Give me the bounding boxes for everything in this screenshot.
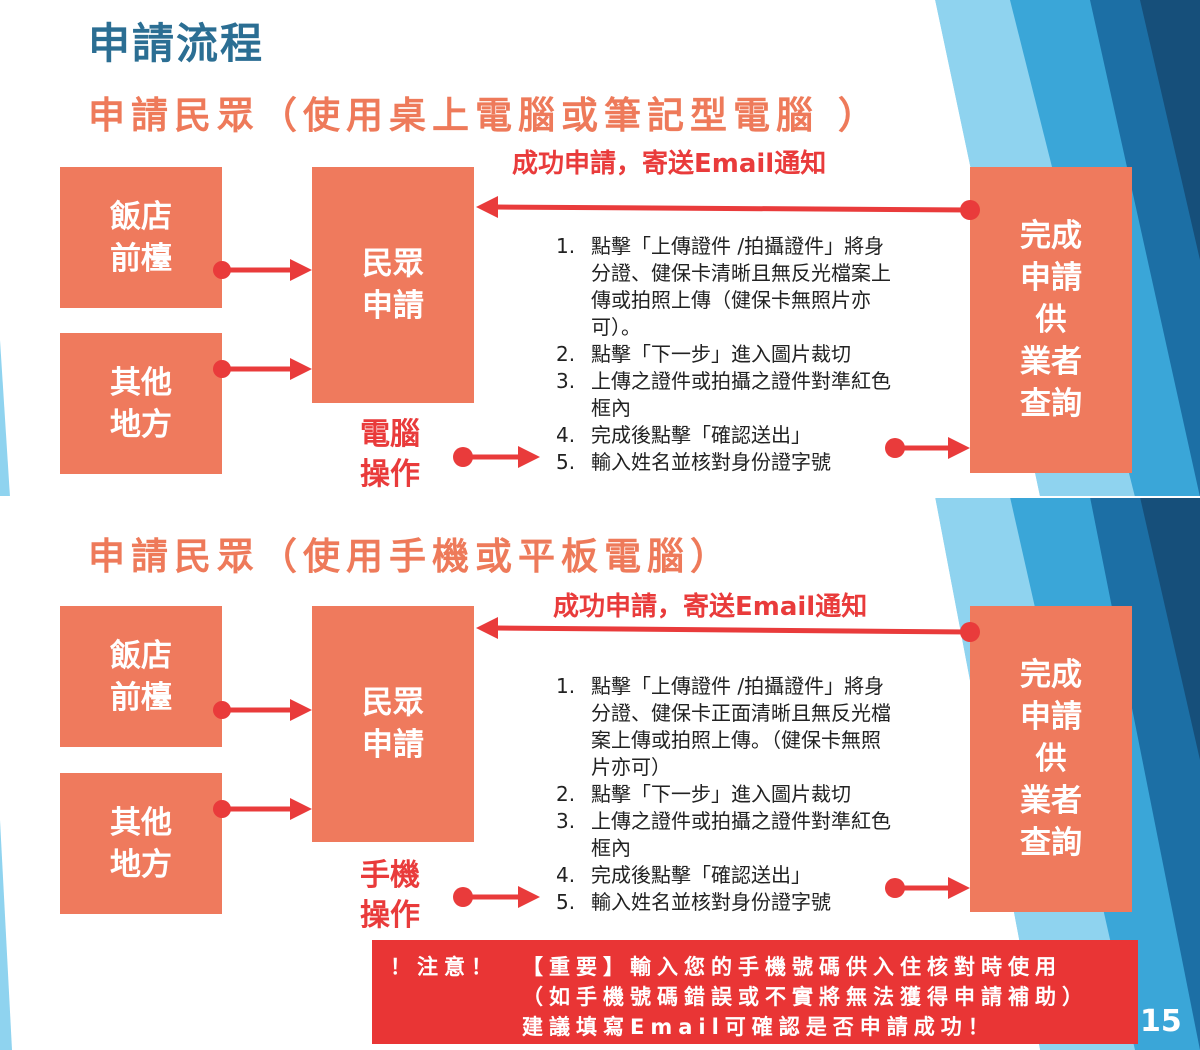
step-item: 2.點擊「下一步」進入圖片裁切 bbox=[556, 782, 851, 806]
step-item: 4.完成後點擊「確認送出」 bbox=[556, 863, 811, 887]
step-item: 5.輸入姓名並核對身份證字號 bbox=[556, 450, 831, 474]
completion-box: 完成申請供業者查詢 bbox=[970, 606, 1132, 912]
step-item: 5.輸入姓名並核對身份證字號 bbox=[556, 890, 831, 914]
other-places-box: 其他地方 bbox=[60, 773, 222, 914]
steps-list-desktop: 1.點擊「上傳證件 /拍攝證件」將身分證、健保卡清晰且無反光檔案上傳或拍照上傳（… bbox=[556, 233, 891, 476]
email-notification-label: 成功申請，寄送Email通知 bbox=[553, 592, 868, 622]
computer-operation-label: 電腦操作 bbox=[360, 417, 420, 492]
page-number: 15 bbox=[1140, 1004, 1182, 1039]
applicant-box: 民眾申請 bbox=[312, 606, 474, 842]
completion-box: 完成申請供業者查詢 bbox=[970, 167, 1132, 473]
email-notification-label: 成功申請，寄送Email通知 bbox=[512, 149, 827, 179]
other-places-box: 其他地方 bbox=[60, 333, 222, 474]
step-item: 3.上傳之證件或拍攝之證件對準紅色框內 bbox=[556, 809, 891, 860]
steps-list-mobile: 1.點擊「上傳證件 /拍攝證件」將身分證、健保卡正面清晰且無反光檔案上傳或拍照上… bbox=[556, 673, 891, 916]
hotel-front-desk-box: 飯店前檯 bbox=[60, 167, 222, 308]
step-item: 1.點擊「上傳證件 /拍攝證件」將身分證、健保卡正面清晰且無反光檔案上傳或拍照上… bbox=[556, 674, 891, 779]
notice-text: 【重要】輸入您的手機號碼供入住核對時使用 （如手機號碼錯誤或不實將無法獲得申請補… bbox=[522, 955, 1089, 1039]
section-title-mobile: 申請民眾（使用手機或平板電腦） bbox=[88, 535, 733, 578]
hotel-front-desk-box: 飯店前檯 bbox=[60, 606, 222, 747]
step-item: 3.上傳之證件或拍攝之證件對準紅色框內 bbox=[556, 369, 891, 420]
important-notice-banner: ！注意！ 【重要】輸入您的手機號碼供入住核對時使用 （如手機號碼錯誤或不實將無法… bbox=[372, 940, 1138, 1044]
step-item: 2.點擊「下一步」進入圖片裁切 bbox=[556, 342, 851, 366]
section-title-desktop: 申請民眾（使用桌上電腦或筆記型電腦 ） bbox=[88, 94, 881, 137]
applicant-box: 民眾申請 bbox=[312, 167, 474, 403]
step-item: 4.完成後點擊「確認送出」 bbox=[556, 423, 811, 447]
step-item: 1.點擊「上傳證件 /拍攝證件」將身分證、健保卡清晰且無反光檔案上傳或拍照上傳（… bbox=[556, 234, 891, 339]
mobile-operation-label: 手機操作 bbox=[360, 858, 420, 933]
page-title: 申請流程 bbox=[88, 19, 265, 68]
notice-label: ！注意！ bbox=[390, 955, 498, 979]
